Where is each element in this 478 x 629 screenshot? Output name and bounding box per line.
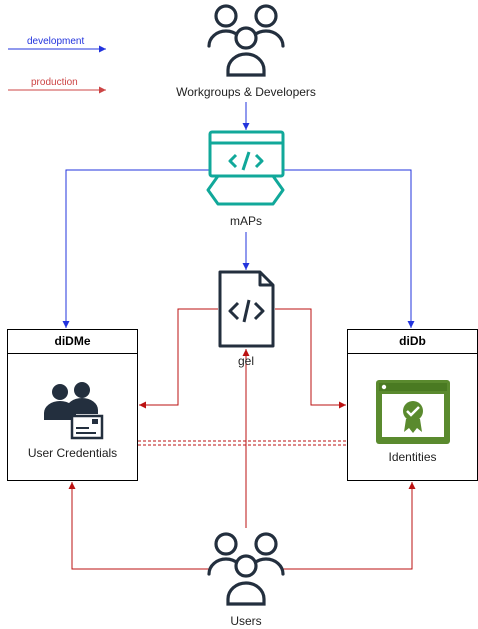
maps-label: mAPs (216, 214, 276, 228)
workgroups-label: Workgroups & Developers (146, 85, 346, 99)
code-document-icon (218, 270, 275, 348)
edge-maps-to-didb (283, 169, 415, 328)
code-window-icon (206, 130, 285, 206)
didme-container: diDMe User Credentials (7, 329, 138, 481)
users-group-icon (207, 4, 285, 77)
users-group-icon (207, 532, 285, 606)
didb-title: diDb (348, 330, 477, 354)
edge-maps-to-didme (62, 169, 210, 328)
didb-container: diDb Identities (347, 329, 478, 481)
legend-development-label: development (27, 36, 85, 47)
edge-users-to-didme (68, 482, 210, 570)
didb-label: Identities (388, 450, 437, 464)
edge-gel-to-didb (275, 308, 346, 409)
users-label: Users (230, 614, 262, 628)
didme-title: diDMe (8, 330, 137, 354)
certificate-icon (376, 380, 450, 444)
user-credentials-icon (44, 382, 104, 440)
edge-users-to-didb (283, 482, 416, 570)
legend-production-label: production (31, 77, 78, 88)
edge-gel-to-didme (139, 308, 218, 409)
gel-label: gel (237, 354, 254, 368)
didme-label: User Credentials (27, 446, 118, 460)
